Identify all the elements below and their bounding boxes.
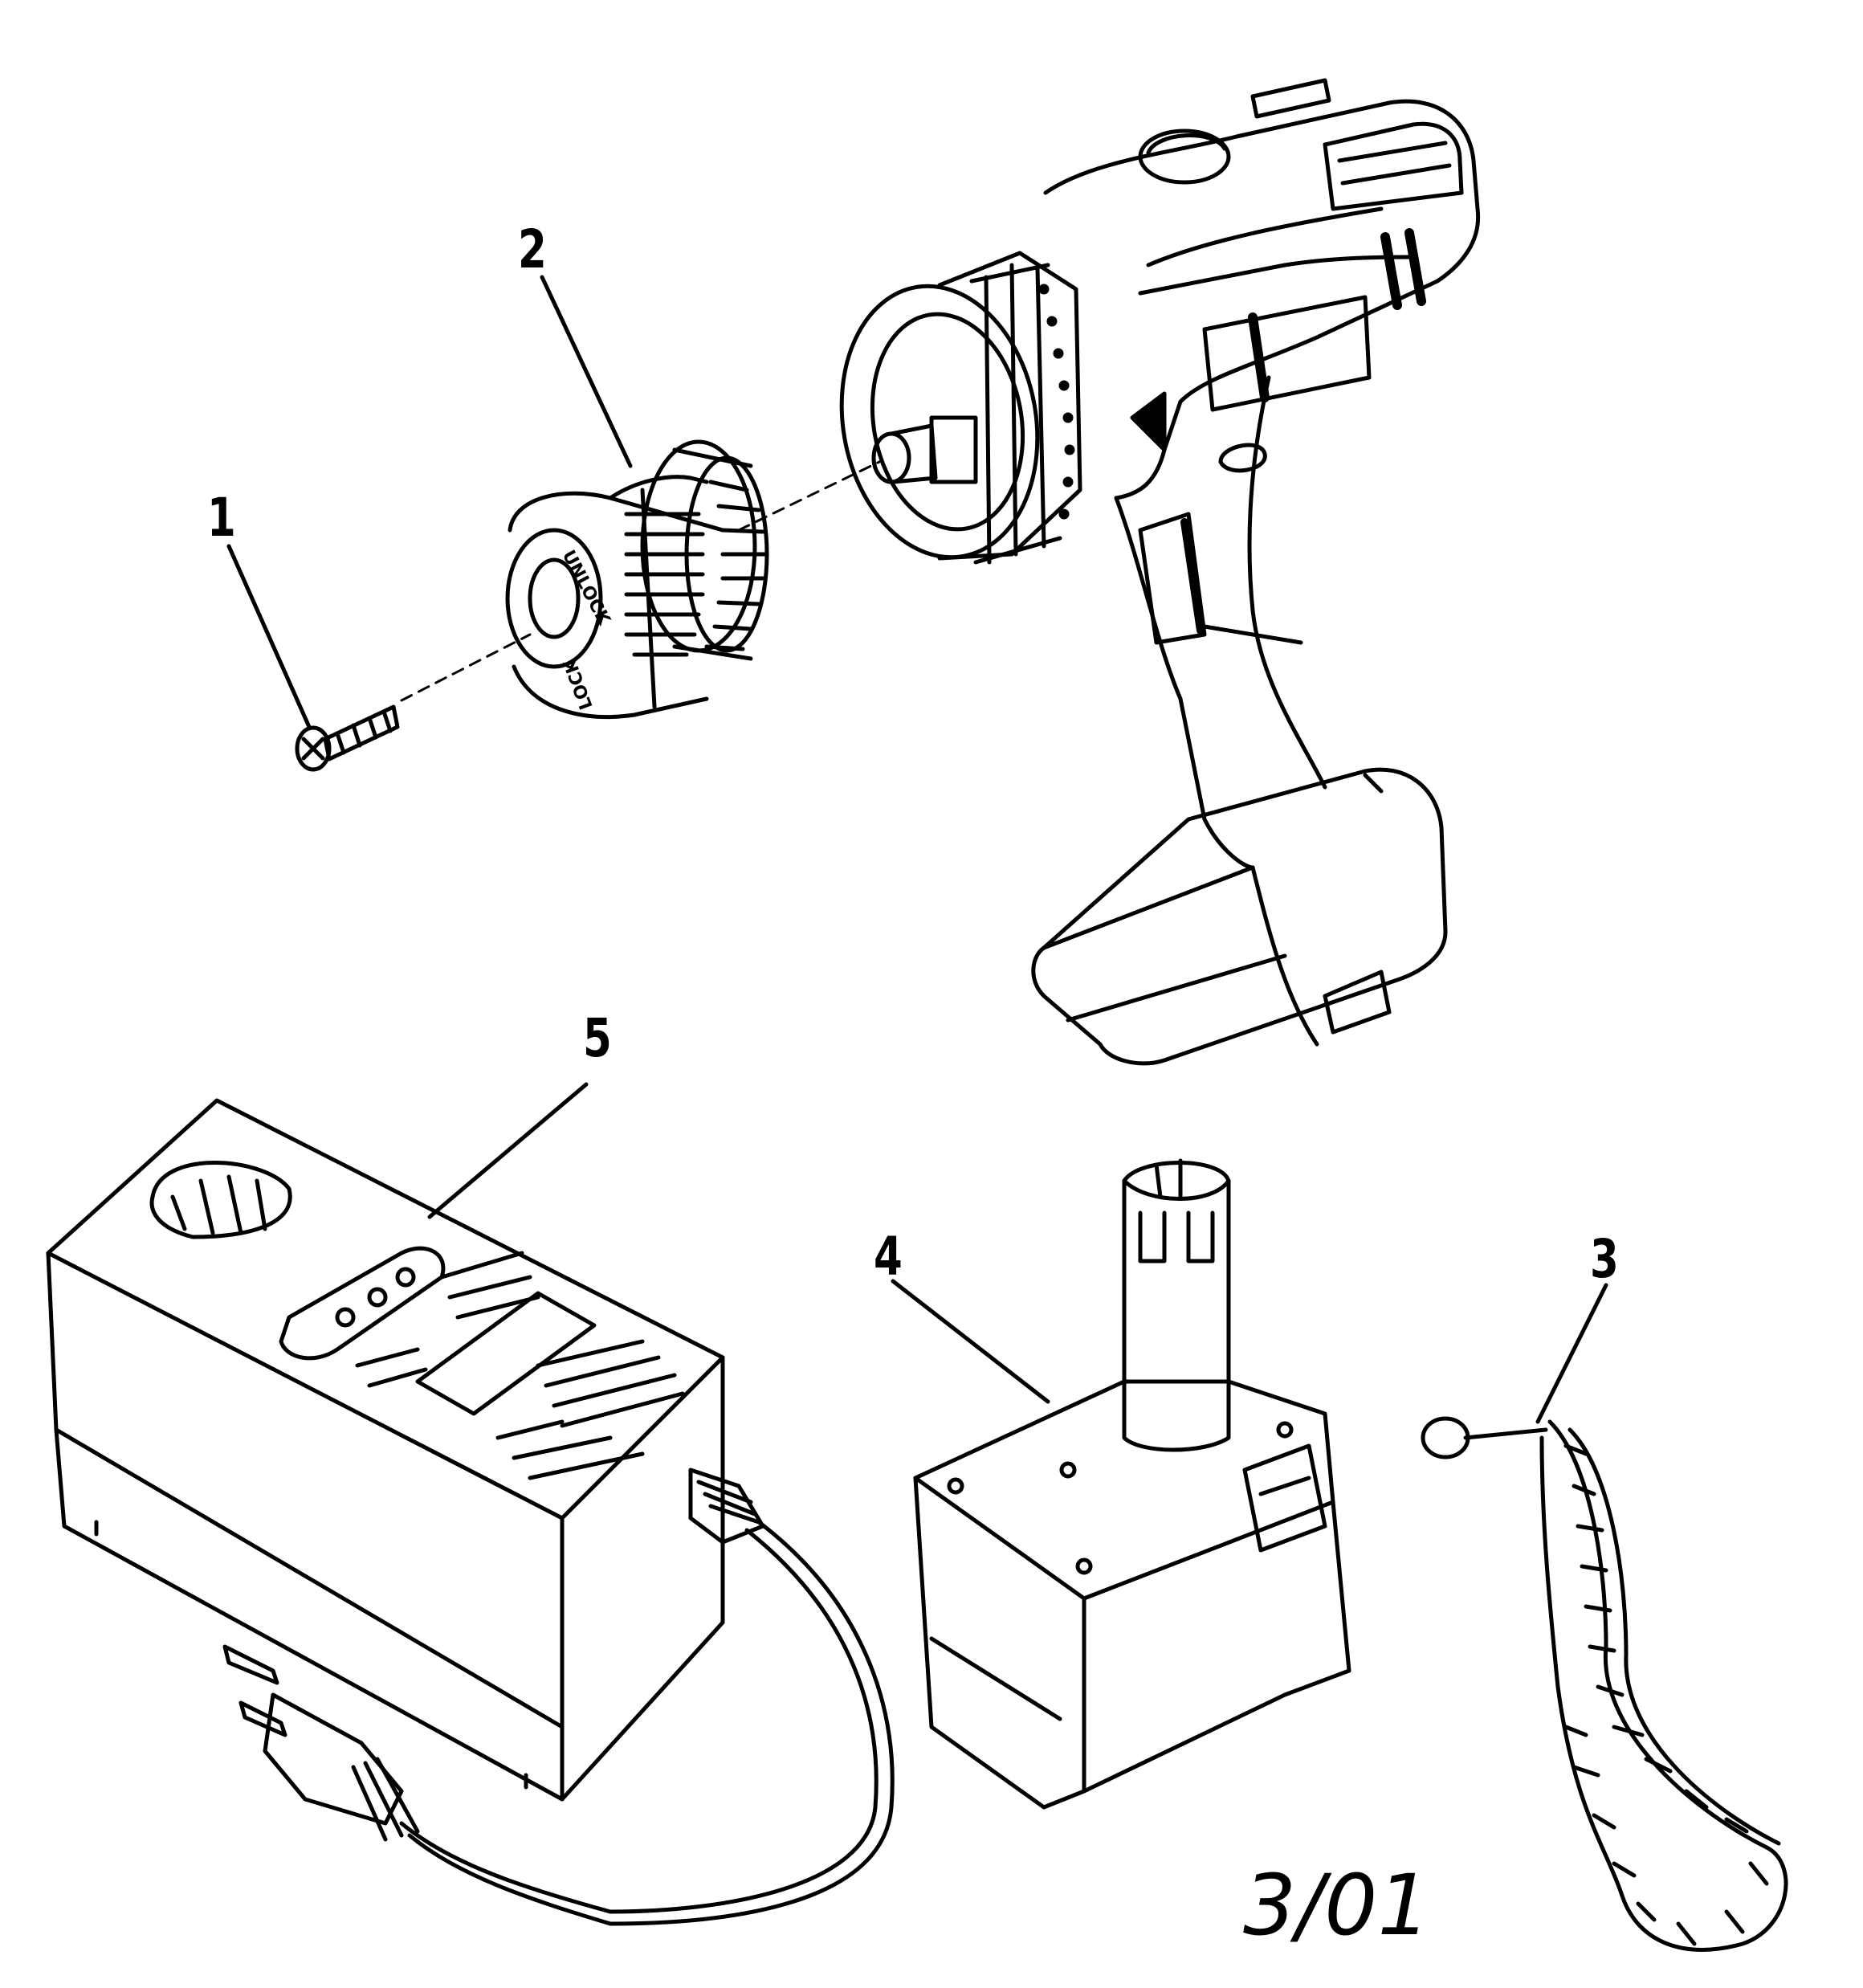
leader-line-2 — [540, 275, 633, 468]
dashed-assembly-lines — [400, 460, 881, 702]
date-code: 3/01 — [1243, 1856, 1431, 1954]
callout-2-chuck: 2 — [518, 218, 547, 280]
chuck-lock-text: LOCK — [561, 655, 597, 712]
drill-body — [839, 78, 1481, 1066]
battery-pack-drawing — [913, 1158, 1351, 1810]
callout-3-wrist-strap: 3 — [1590, 1228, 1619, 1290]
callout-4-battery-pack: 4 — [874, 1226, 903, 1288]
charger-drawing — [46, 1098, 895, 1926]
leader-lines — [226, 275, 1608, 1424]
leader-line-4 — [891, 1279, 1050, 1404]
chuck-drawing — [505, 439, 769, 719]
chuck-unlock-text: UNLOCK — [558, 547, 614, 629]
screw-drawing — [295, 704, 400, 772]
callout-5-charger: 5 — [583, 1007, 612, 1069]
leader-line-5 — [427, 1082, 589, 1219]
callout-1-screw: 1 — [207, 487, 236, 549]
leader-line-3 — [1535, 1283, 1608, 1424]
leader-line-1 — [226, 544, 312, 729]
wrist-strap-drawing — [1421, 1416, 1788, 1952]
